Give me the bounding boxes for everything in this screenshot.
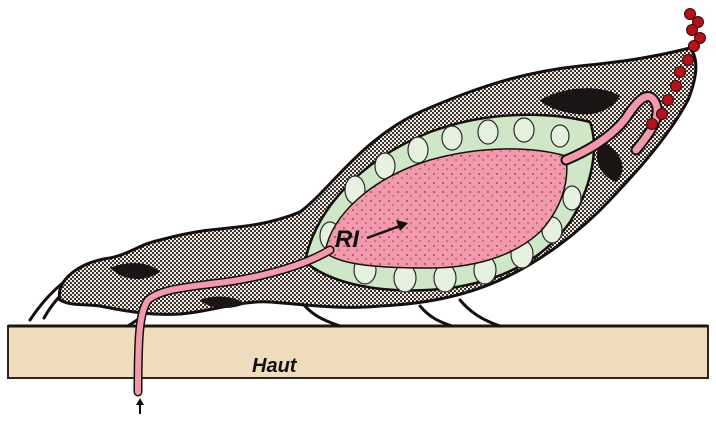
ri-label: RI — [335, 226, 360, 253]
skin-layer — [8, 326, 708, 378]
up-arrow — [136, 398, 144, 414]
skin-label: Haut — [252, 355, 298, 377]
